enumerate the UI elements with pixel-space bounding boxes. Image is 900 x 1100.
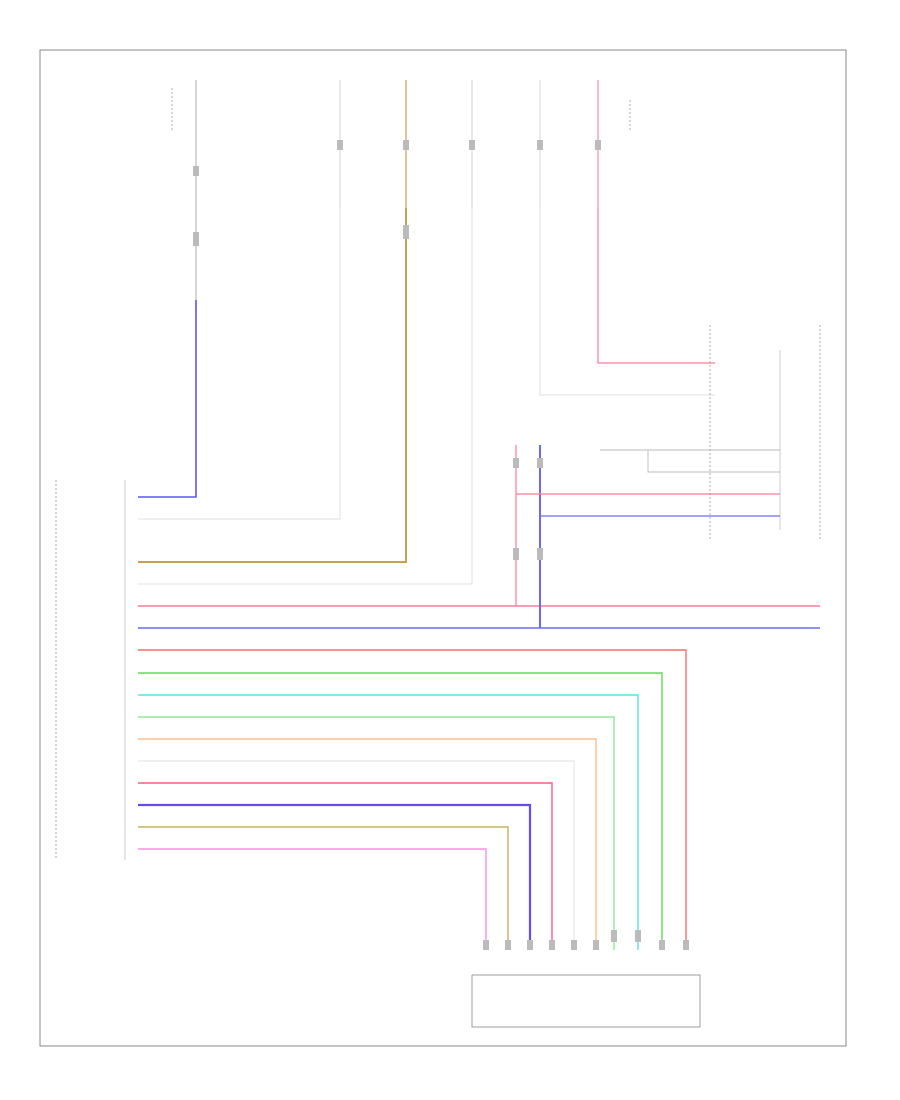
wire-tan-bcm-pin4 <box>138 208 407 563</box>
combination-switch <box>471 974 701 1028</box>
fuse-drops <box>195 80 599 310</box>
wire-pink-meter-upper <box>597 208 715 364</box>
switch-body <box>471 974 701 1028</box>
wire-white-meter-upper <box>539 208 715 396</box>
diagram-frame <box>39 49 847 1047</box>
wire-blue-bcm-pin1 <box>138 300 197 498</box>
wire-white-bcm-pin2 <box>138 208 341 520</box>
wire-sw-orange <box>138 738 597 950</box>
wire-sw-pinkred <box>138 782 553 950</box>
wire-routes <box>138 208 820 950</box>
wire-sw-cyan <box>138 694 639 950</box>
wire-sw-green <box>138 672 663 950</box>
connector-pins <box>193 140 689 950</box>
wire-sw-magenta <box>138 848 487 950</box>
wire-sw-white <box>138 760 575 950</box>
combination-meter <box>709 325 821 540</box>
wire-sw-red <box>138 649 687 950</box>
wire-white-bcm-pin5 <box>138 208 473 585</box>
wire-meter-ground <box>600 449 780 473</box>
wire-sw-violet <box>138 803 532 950</box>
wire-sw-lightgreen <box>138 716 615 950</box>
fuse-block <box>171 88 631 130</box>
body-control-module <box>55 480 126 860</box>
wire-sw-olive <box>138 826 509 950</box>
